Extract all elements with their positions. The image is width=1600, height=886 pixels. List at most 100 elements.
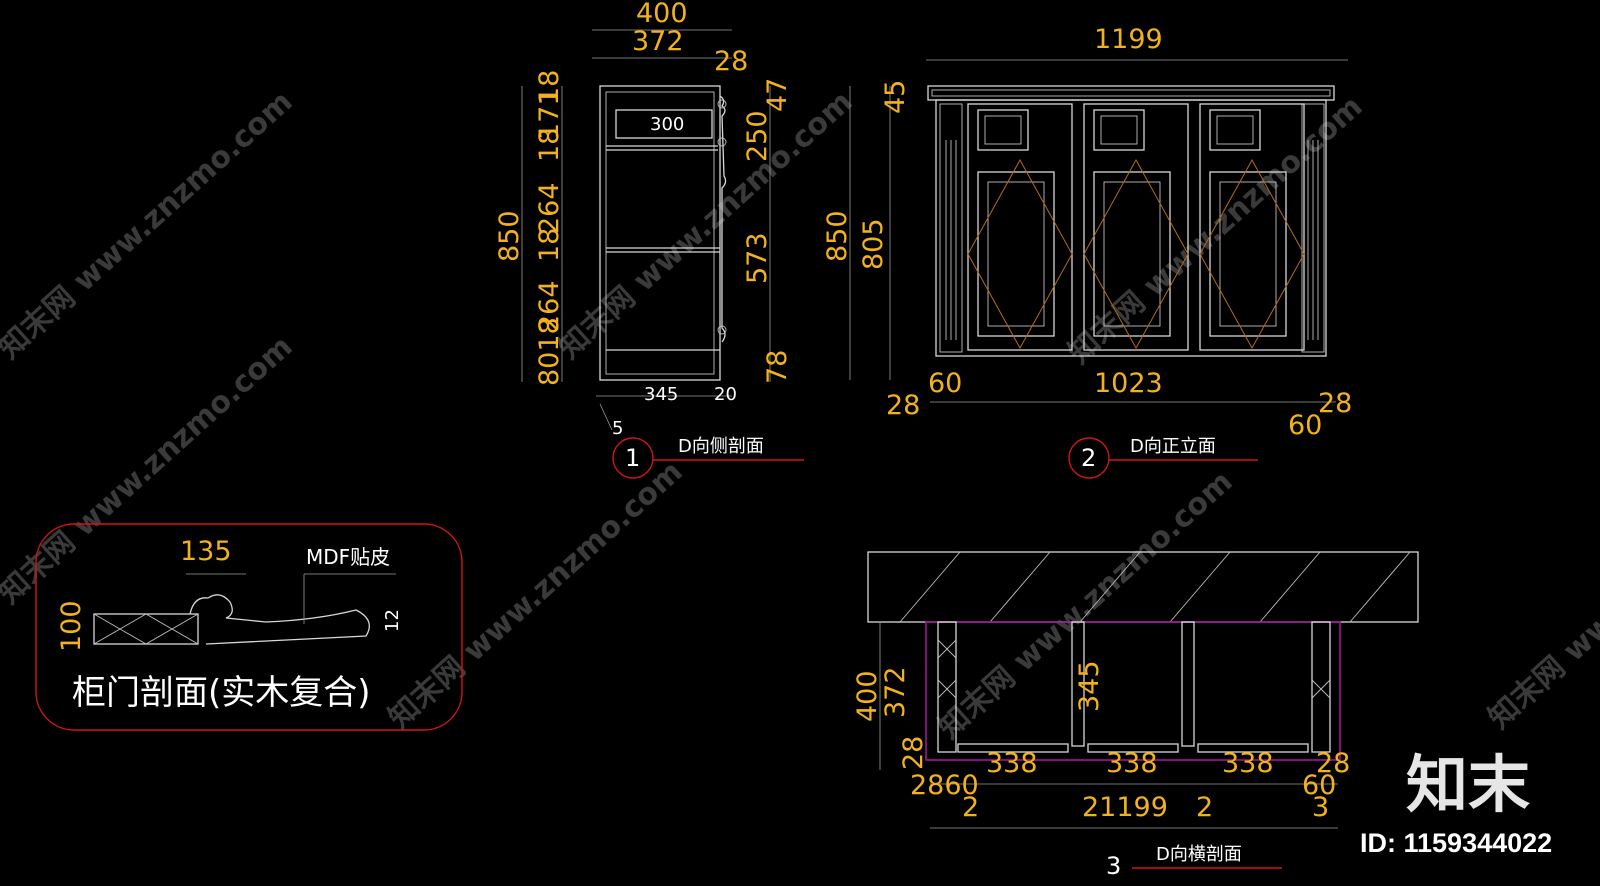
dim-bottom-right: 20	[714, 384, 737, 405]
dim-bottom-total: 21199	[1082, 792, 1168, 823]
divider-panel	[1181, 621, 1195, 747]
view-title: D向正立面	[1130, 436, 1216, 457]
dim-left-g: 8018	[534, 317, 565, 386]
dim-right-a: 47	[762, 78, 793, 112]
watermark-text: 知末网 www.znzmo.com	[0, 329, 299, 611]
side-panel	[1311, 621, 1331, 753]
divider-panel	[1071, 621, 1085, 747]
dim-right-b: 250	[742, 110, 773, 162]
side-section-view: 300 400 372 28 850 18 171 18 264 18 264 …	[494, 0, 804, 479]
countertop-hatch	[1349, 551, 1411, 623]
dim-left-b: 171	[534, 88, 565, 140]
dim-left-a: 18	[534, 70, 565, 104]
drawer-front	[1093, 109, 1145, 151]
dim-right-c: 573	[742, 232, 773, 284]
view-number-circle	[1068, 437, 1110, 479]
door-swing-indicator	[1199, 158, 1305, 350]
dim-bottom-right-b: 60	[1288, 410, 1322, 441]
side-door-profile	[719, 95, 727, 343]
detail-title: 柜门剖面(实木复合)	[72, 673, 371, 713]
section-cross	[145, 613, 199, 645]
side-body-outline	[599, 85, 721, 381]
drawer-front	[1209, 109, 1261, 151]
dim-top-total: 400	[636, 0, 688, 29]
side-panel	[937, 621, 957, 753]
leader-line	[599, 403, 613, 431]
dim-mid-depth: 345	[1074, 660, 1105, 712]
watermark-text: 知末网 www.znzmo.com	[0, 84, 299, 366]
dim-width: 135	[180, 536, 232, 567]
dim-top-total: 1199	[1094, 24, 1163, 55]
countertop-hatch	[1259, 551, 1321, 623]
carcass-outline	[925, 621, 1341, 761]
dim-left-inner: 372	[880, 666, 911, 718]
dim-bay-3: 338	[1222, 748, 1274, 779]
door-frame-section	[93, 613, 199, 645]
dim-left-f: 264	[534, 280, 565, 332]
image-id: ID: 1159344022	[1360, 828, 1552, 858]
dim-bottom-right-a: 28	[1318, 388, 1352, 419]
dim-bottom-a: 2	[962, 792, 979, 823]
dim-bottom-small: 5	[612, 418, 623, 439]
door-panel-outer	[1209, 171, 1287, 337]
view-title: D向侧剖面	[678, 436, 764, 457]
cabinet-body	[935, 99, 1327, 357]
drawer-width-label: 300	[650, 114, 684, 135]
door-column	[1083, 103, 1189, 351]
drawer-panel	[1216, 115, 1254, 145]
panel-cross	[1311, 679, 1331, 699]
dim-top-inner: 372	[632, 26, 684, 57]
countertop-hatch	[1169, 551, 1231, 623]
crown-moulding-inner	[931, 89, 1331, 97]
brand-logo: 知末	[1406, 748, 1530, 821]
countertop-hatch	[989, 551, 1051, 623]
dim-left-body: 805	[858, 218, 889, 270]
dim-bottom-inner: 1023	[1094, 368, 1163, 399]
watermark-text: 知末网 www.znzmo.com	[1062, 89, 1369, 371]
door-detail-view: 135 100 12 MDF贴皮 柜门剖面(实木复合)	[35, 523, 463, 731]
countertop-hatch	[1079, 551, 1141, 623]
door-swing-indicator	[1083, 158, 1189, 350]
dim-bottom-c: 3	[1312, 792, 1329, 823]
dim-bay-2: 338	[1106, 748, 1158, 779]
side-hinge	[717, 325, 727, 335]
brand-mark: 知末 ID: 1159344022	[1360, 748, 1552, 858]
front-elevation-view: 1199 850 805 45 1023 60 28 28 60 2 D向正立面	[822, 24, 1352, 479]
section-cross	[93, 613, 147, 645]
door-panel-inner	[987, 181, 1045, 327]
dim-right-bottom-a: 60	[1302, 770, 1336, 801]
dim-thickness: 100	[56, 600, 87, 652]
door-column	[1199, 103, 1305, 351]
view-number-circle	[612, 437, 654, 479]
view-number: 3	[1106, 852, 1121, 880]
door-panel-inner	[1219, 181, 1277, 327]
material-label: MDF贴皮	[306, 545, 390, 569]
view-number: 1	[625, 444, 640, 472]
dim-left-c: 18	[534, 128, 565, 162]
watermark-text: 知末网 www.znzmo.com	[552, 84, 859, 366]
crown-moulding	[927, 85, 1335, 101]
dim-right-small: 28	[1316, 748, 1350, 779]
dim-left-d: 264	[534, 182, 565, 234]
left-pilaster	[939, 103, 963, 353]
plan-door	[1087, 743, 1179, 753]
side-drawer-box	[615, 109, 713, 139]
dim-left-total: 850	[494, 210, 525, 262]
watermark-text: 知末网 www.znzmo.com	[382, 454, 689, 736]
dim-bay-1: 338	[986, 748, 1038, 779]
drawer-panel	[984, 115, 1022, 145]
countertop-hatch	[899, 551, 961, 623]
dim-left-e: 18	[534, 228, 565, 262]
watermark-text: 知末网 www.znzmo.com	[1482, 454, 1600, 736]
door-panel-inner	[1103, 181, 1161, 327]
plan-section-view: 400 372 28 345 338 338 338 28 2860 60 2 …	[852, 551, 1419, 880]
dim-left-total: 850	[822, 210, 853, 262]
door-column	[967, 103, 1073, 351]
side-hinge	[717, 137, 727, 147]
dim-top-right: 28	[714, 46, 748, 77]
dim-bottom-left-a: 60	[928, 368, 962, 399]
side-body-inner	[605, 91, 715, 375]
door-profile	[189, 594, 370, 645]
door-panel-outer	[1093, 171, 1171, 337]
